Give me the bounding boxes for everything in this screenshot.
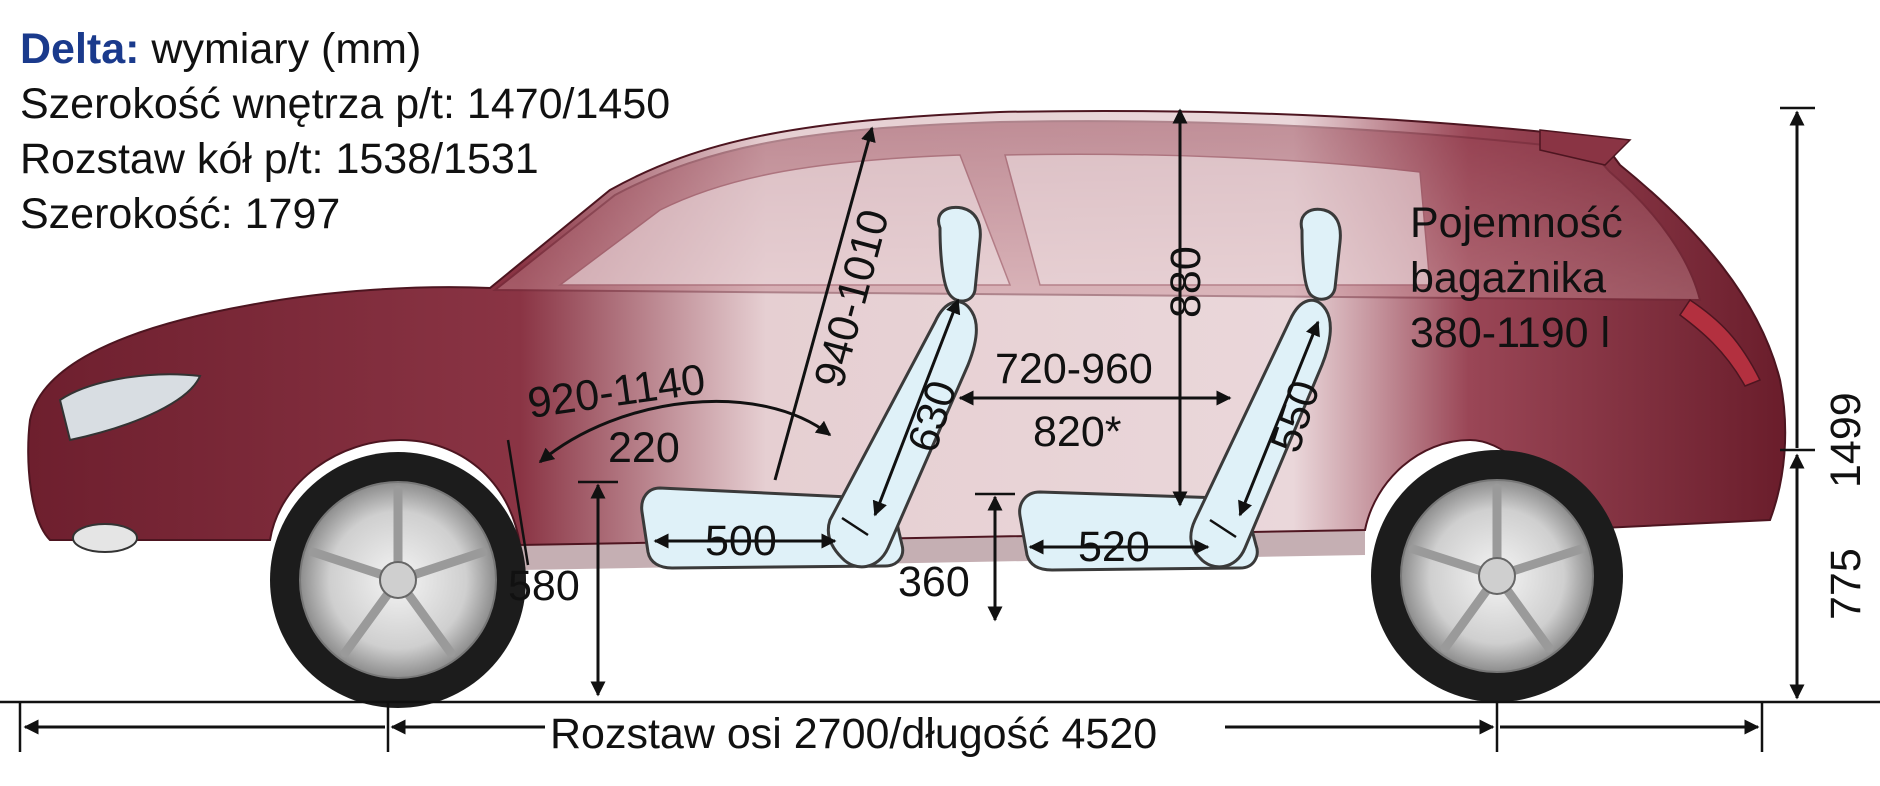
dimension-arrows bbox=[0, 106, 1880, 752]
rear-seat-headrest bbox=[1299, 207, 1342, 301]
rear-wheel bbox=[1371, 450, 1623, 702]
rear-legroom-label: 720-960 bbox=[995, 345, 1153, 393]
total-height-label: 1499 bbox=[1822, 392, 1870, 488]
rear-legroom-note: 820* bbox=[1033, 408, 1122, 456]
front-wheel bbox=[270, 452, 526, 708]
info-subtitle: wymiary (mm) bbox=[151, 25, 422, 73]
rear-seat-depth-label: 520 bbox=[1078, 523, 1150, 571]
trunk-label-2: bagażnika bbox=[1410, 254, 1606, 302]
lower-height-label: 775 bbox=[1822, 548, 1870, 620]
rear-backrest-arrow bbox=[1238, 320, 1320, 517]
rear-seat-height-label: 360 bbox=[898, 558, 970, 606]
model-name: Delta: bbox=[20, 25, 140, 73]
dimensions-info-panel: Delta: wymiary (mm) Szerokość wnętrza p/… bbox=[20, 22, 670, 242]
car-windows bbox=[557, 153, 1431, 286]
wheelbase-length-label: Rozstaw osi 2700/długość 4520 bbox=[550, 710, 1157, 758]
car-spoiler bbox=[1539, 129, 1632, 166]
track-width-text: Rozstaw kół p/t: 1538/1531 bbox=[20, 135, 539, 183]
overall-width-text: Szerokość: 1797 bbox=[20, 190, 341, 238]
front-legroom-arc bbox=[538, 399, 832, 464]
info-title-row: Delta: wymiary (mm) bbox=[20, 22, 670, 77]
front-seat-height-label: 580 bbox=[508, 562, 580, 610]
fog-light bbox=[72, 523, 138, 553]
front-pedal-label: 220 bbox=[608, 424, 680, 472]
front-seat-depth-label: 500 bbox=[705, 517, 777, 565]
trunk-label-1: Pojemność bbox=[1410, 199, 1623, 247]
front-seat-headrest bbox=[937, 205, 982, 303]
headlight bbox=[58, 373, 202, 442]
interior-width-text: Szerokość wnętrza p/t: 1470/1450 bbox=[20, 80, 671, 128]
front-backrest-arrow bbox=[872, 298, 961, 517]
front-pedal-line bbox=[506, 439, 530, 566]
taillight bbox=[1678, 298, 1762, 387]
trunk-label-3: 380-1190 l bbox=[1410, 309, 1610, 357]
rear-headroom-label: 880 bbox=[1162, 246, 1210, 318]
